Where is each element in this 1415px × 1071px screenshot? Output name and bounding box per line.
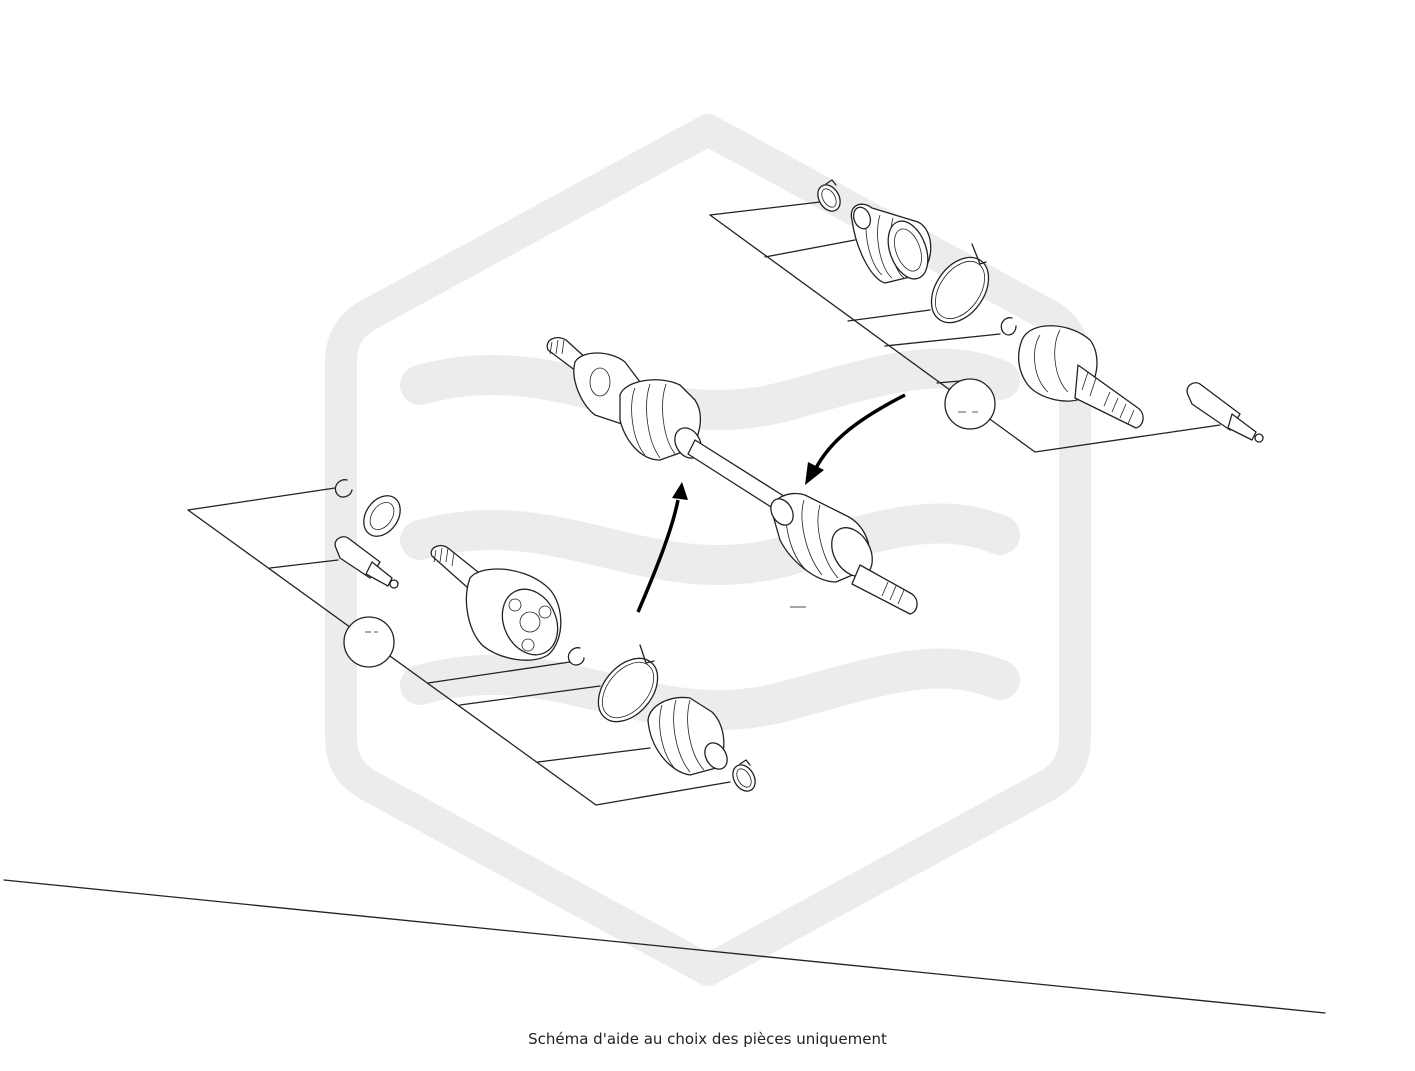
outer-boot-icon (850, 203, 932, 284)
arrow-to-outer-icon (805, 393, 906, 485)
driveshaft-assembly-icon (546, 336, 918, 615)
inner-grease-tube-icon (334, 536, 399, 589)
diagram-caption: Schéma d'aide au choix des pièces unique… (528, 1030, 887, 1048)
inner-circlip-icon (567, 647, 585, 666)
outer-large-clamp-icon (930, 243, 990, 324)
arrow-to-inner-icon (636, 482, 688, 613)
outer-grease-tube-icon (1186, 382, 1264, 443)
wheel-side-parts-group (709, 179, 1264, 453)
outer-circlip-icon (1000, 317, 1017, 336)
gearbox-side-parts-group (187, 479, 756, 806)
outer-small-clamp-icon (817, 179, 841, 212)
outer-cv-joint-icon (1017, 325, 1144, 429)
inner-circlip-top-icon (334, 479, 353, 498)
inner-tripod-joint-icon (430, 544, 562, 661)
ground-line (3, 879, 1326, 1014)
outer-grease-ball-icon (944, 378, 996, 430)
inner-boot-icon (647, 696, 728, 776)
inner-washer-icon (363, 495, 401, 537)
inner-large-clamp-icon (597, 644, 659, 723)
inner-grease-ball-icon (343, 616, 395, 668)
inner-small-clamp-icon (732, 759, 756, 792)
